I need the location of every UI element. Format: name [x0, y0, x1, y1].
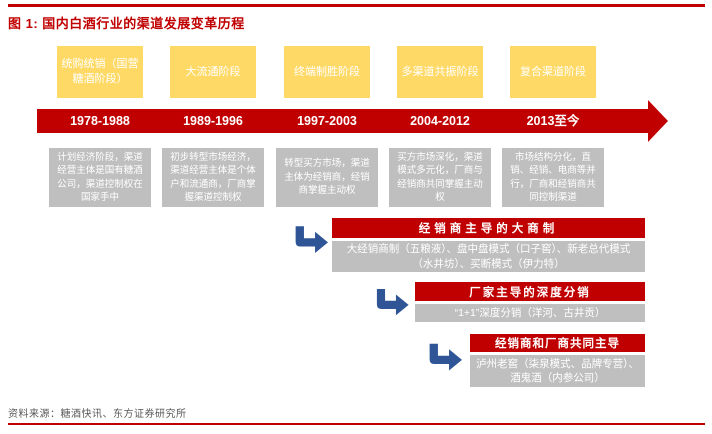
model-detail-1: 大经销商制（五粮液）、盘中盘模式（口子窖）、新老总代模式（水井坊）、买断模式（伊…	[332, 241, 645, 272]
stage-box-3: 终端制胜阶段	[284, 46, 370, 98]
right-arrow-icon	[648, 100, 668, 142]
timeline-arrow-body	[37, 109, 648, 133]
period-label-3: 1997-2003	[297, 114, 357, 128]
figure-title: 图 1: 国内白酒行业的渠道发展变革历程	[8, 16, 245, 31]
source-note: 资料来源：糖酒快讯、东方证券研究所	[8, 409, 187, 420]
stage-description-1: 计划经济阶段，渠道经营主体是国有糖酒公司，渠道控制权在国家手中	[49, 148, 151, 207]
bent-elbow-arrow-icon	[429, 343, 462, 371]
period-label-2: 1989-1996	[183, 114, 243, 128]
stage-box-5: 复合渠道阶段	[510, 46, 596, 98]
stage-description-4: 买方市场深化，渠道模式多元化，厂商与经销商共同掌握主动权	[389, 148, 491, 207]
model-heading-2: 厂家主导的深度分销	[415, 282, 645, 301]
stage-box-1: 统购统销（国营糖酒阶段）	[57, 46, 143, 98]
period-label-4: 2004-2012	[410, 114, 470, 128]
model-detail-2: “1+1”深度分销（洋河、古井贡）	[415, 304, 645, 322]
model-heading-1: 经销商主导的大商制	[332, 218, 645, 238]
bottom-divider	[8, 423, 705, 425]
stage-box-2: 大流通阶段	[170, 46, 256, 98]
top-divider	[8, 4, 705, 7]
model-heading-3: 经销商和厂商共同主导	[470, 334, 645, 352]
stage-box-4: 多渠道共振阶段	[397, 46, 483, 98]
period-label-5: 2013至今	[526, 114, 580, 128]
stage-description-3: 转型买方市场，渠道主体为经销商，经销商掌握主动权	[276, 148, 378, 207]
stage-description-5: 市场结构分化，直销、经销、电商等并行，厂商和经销商共同控制渠道	[502, 148, 604, 207]
bent-elbow-arrow-icon	[376, 289, 409, 316]
period-label-1: 1978-1988	[70, 114, 130, 128]
stage-description-2: 初步转型市场经济，渠道经营主体是个体户和流通商，厂商掌握渠道控制权	[162, 148, 264, 207]
bent-elbow-arrow-icon	[295, 226, 328, 254]
model-detail-3: 泸州老窖（柒泉模式、品牌专营）、酒鬼酒（内参公司）	[470, 355, 645, 387]
